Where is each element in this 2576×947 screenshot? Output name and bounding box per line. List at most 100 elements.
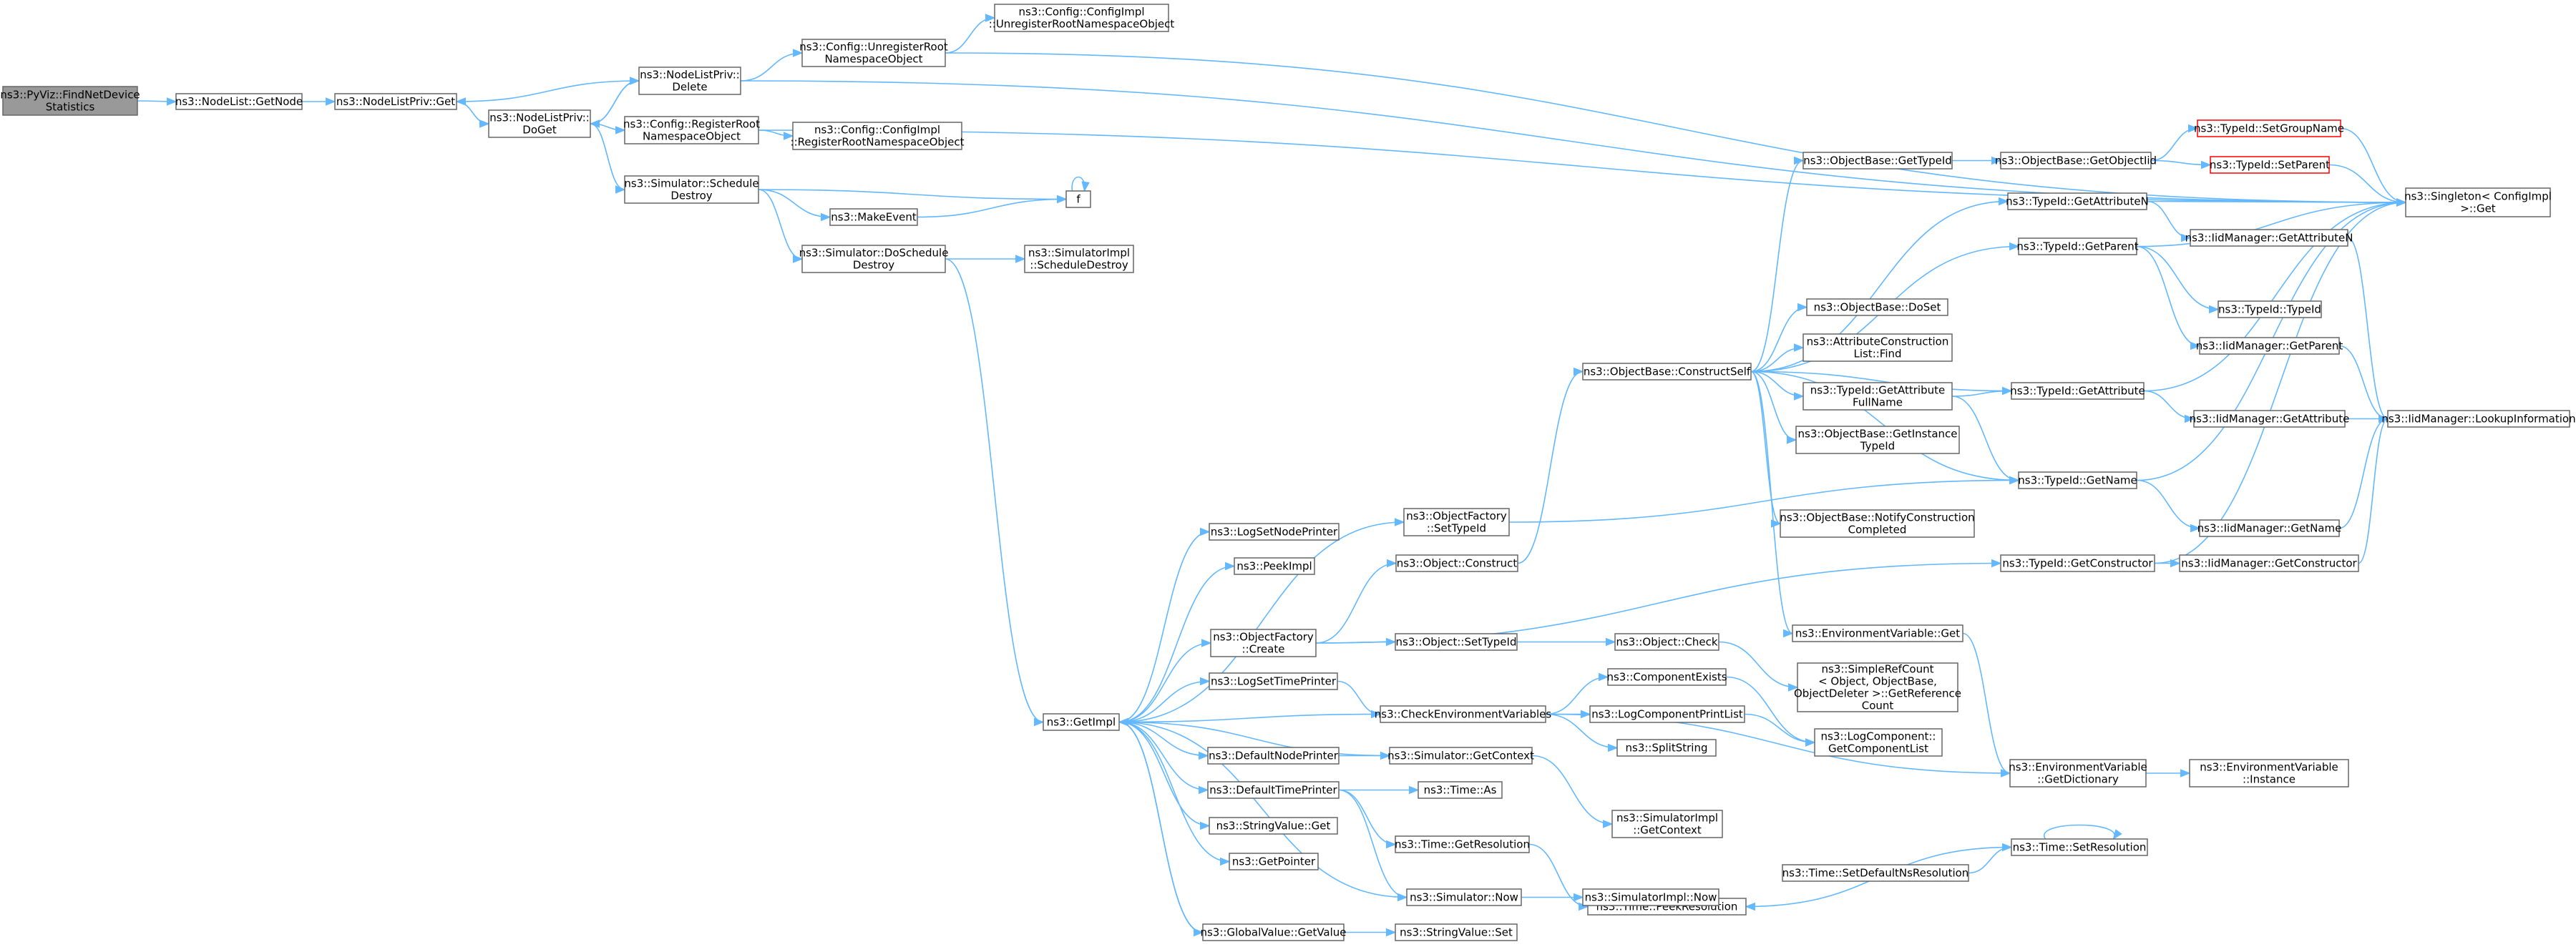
node-label: ::SetTypeId	[1427, 522, 1486, 535]
node-objectbase-doset[interactable]: ns3::ObjectBase::DoSet	[1806, 298, 1948, 316]
node-box	[2387, 410, 2570, 428]
node-configimpl-unregister[interactable]: ns3::Config::ConfigImpl::UnregisterRootN…	[989, 4, 1175, 32]
node-singleton-get[interactable]: ns3::Singleton< ConfigImpl >::Get	[2404, 187, 2552, 217]
node-iidmanager-getattribute[interactable]: ns3::IidManager::GetAttribute	[2190, 410, 2350, 428]
node-box	[1802, 333, 1953, 362]
node-simulatorimpl-scheduledestroy[interactable]: ns3::SimulatorImpl::ScheduleDestroy	[1024, 245, 1134, 273]
node-box	[1043, 713, 1120, 731]
node-time-getresolution[interactable]: ns3::Time::GetResolution	[1395, 835, 1530, 853]
node-iidmanager-lookupinformation[interactable]: ns3::IidManager::LookupInformation	[2381, 410, 2576, 428]
node-box	[2210, 156, 2330, 174]
node-defaultnodeprinter[interactable]: ns3::DefaultNodePrinter	[1207, 747, 1340, 765]
node-iidmanager-getconstructor[interactable]: ns3::IidManager::GetConstructor	[2179, 554, 2359, 572]
node-stringvalue-get[interactable]: ns3::StringValue::Get	[1209, 817, 1338, 835]
node-box	[2018, 237, 2137, 255]
node-config-unregisterroot[interactable]: ns3::Config::UnregisterRootNamespaceObje…	[799, 39, 948, 67]
edge-typeid-getparent-to-iidmanager-getparent	[2136, 245, 2201, 350]
node-label: ns3::ObjectBase::GetInstance	[1798, 428, 1958, 441]
node-iidmanager-getattributen[interactable]: ns3::IidManager::GetAttributeN	[2185, 229, 2353, 247]
node-logcomponentprintlist[interactable]: ns3::LogComponentPrintList	[1589, 705, 1745, 723]
node-checkenvironmentvariables[interactable]: ns3::CheckEnvironmentVariables	[1375, 705, 1552, 723]
node-label: Delete	[672, 81, 707, 94]
node-nodelistpriv-get[interactable]: ns3::NodeListPriv::Get	[334, 93, 457, 110]
node-objectbase-constructself[interactable]: ns3::ObjectBase::ConstructSelf	[1582, 363, 1752, 381]
node-iidmanager-getparent[interactable]: ns3::IidManager::GetParent	[2196, 337, 2343, 355]
node-splitstring[interactable]: ns3::SplitString	[1616, 739, 1717, 757]
node-label: >::Get	[2460, 202, 2496, 215]
node-objectfactory-create[interactable]: ns3::ObjectFactory::Create	[1210, 629, 1317, 657]
edge-simulator-doscheduledestroy-to-getimpl	[945, 258, 1045, 727]
node-logcomponent-getcomponentlist[interactable]: ns3::LogComponent::GetComponentList	[1814, 728, 1943, 757]
node-environmentvariable-instance[interactable]: ns3::EnvironmentVariable::Instance	[2189, 759, 2349, 787]
node-label: DoGet	[522, 124, 557, 137]
node-box	[1395, 554, 1518, 572]
edge-nodelistpriv-delete-to-config-unregisterroot	[740, 49, 804, 82]
node-time-setresolution[interactable]: ns3::Time::SetResolution	[2011, 838, 2148, 856]
node-typeid-setparent[interactable]: ns3::TypeId::SetParent	[2210, 156, 2330, 174]
edge-typeid-getconstructor-to-singleton-get	[2154, 198, 2407, 564]
node-defaulttimeprinter[interactable]: ns3::DefaultTimePrinter	[1207, 781, 1340, 799]
node-time-setdefaultnsresolution[interactable]: ns3::Time::SetDefaultNsResolution	[1782, 864, 1969, 882]
node-componentexists[interactable]: ns3::ComponentExists	[1606, 668, 1727, 686]
node-object-settypeid[interactable]: ns3::Object::SetTypeId	[1395, 633, 1518, 651]
node-box	[1207, 781, 1340, 799]
node-typeid-getconstructor[interactable]: ns3::TypeId::GetConstructor	[2000, 554, 2155, 572]
node-objectbase-notifyconstructioncompleted[interactable]: ns3::ObjectBase::NotifyConstructionCompl…	[1780, 509, 1975, 538]
node-logsetnodeprinter[interactable]: ns3::LogSetNodePrinter	[1209, 523, 1340, 541]
node-simulatorimpl-now[interactable]: ns3::SimulatorImpl::Now	[1582, 888, 1719, 906]
node-label: ns3::ObjectFactory	[1213, 631, 1314, 644]
node-box	[1209, 523, 1340, 541]
node-nodelistpriv-doget[interactable]: ns3::NodeListPriv::DoGet	[488, 109, 591, 138]
edge-objectbase-constructself-to-typeid-getattributen	[1750, 197, 2009, 373]
node-typeid-typeid[interactable]: ns3::TypeId::TypeId	[2218, 300, 2322, 318]
node-simplerefcount-getreferencecount[interactable]: ns3::SimpleRefCount< Object, ObjectBase,…	[1794, 662, 1961, 712]
node-objectfactory-settypeid[interactable]: ns3::ObjectFactory::SetTypeId	[1403, 508, 1510, 536]
node-config-registerroot[interactable]: ns3::Config::RegisterRootNamespaceObject	[623, 116, 760, 144]
node-getimpl[interactable]: ns3::GetImpl	[1043, 713, 1120, 731]
node-box	[624, 175, 759, 204]
node-typeid-getname[interactable]: ns3::TypeId::GetName	[2018, 471, 2137, 489]
node-typeid-setgroupname[interactable]: ns3::TypeId::SetGroupName	[2194, 119, 2344, 137]
node-globalvalue-getvalue[interactable]: ns3::GlobalValue::GetValue	[1200, 923, 1347, 941]
node-time-as[interactable]: ns3::Time::As	[1418, 781, 1503, 799]
node-typeid-getattribute[interactable]: ns3::TypeId::GetAttribute	[2010, 382, 2145, 400]
node-object-check[interactable]: ns3::Object::Check	[1614, 633, 1719, 651]
node-getpointer[interactable]: ns3::GetPointer	[1229, 853, 1319, 870]
node-iidmanager-getname[interactable]: ns3::IidManager::GetName	[2197, 519, 2342, 537]
node-objectbase-getobjectiid[interactable]: ns3::ObjectBase::GetObjectIid	[1995, 152, 2157, 170]
node-stringvalue-set[interactable]: ns3::StringValue::Set	[1395, 923, 1518, 941]
node-logsettimeprinter[interactable]: ns3::LogSetTimePrinter	[1209, 672, 1338, 690]
node-object-construct[interactable]: ns3::Object::Construct	[1395, 554, 1518, 572]
edge-objectbase-constructself-to-typeid-getattribute	[1750, 371, 2013, 396]
node-environmentvariable-getdictionary[interactable]: ns3::EnvironmentVariable::GetDictionary	[2009, 759, 2147, 787]
node-typeid-getattributen[interactable]: ns3::TypeId::GetAttributeN	[2006, 192, 2149, 210]
node-simulator-now[interactable]: ns3::Simulator::Now	[1406, 888, 1522, 906]
node-peekimpl[interactable]: ns3::PeekImpl	[1234, 557, 1315, 575]
edge-getimpl-to-getpointer	[1118, 721, 1231, 866]
node-f[interactable]: f	[1065, 190, 1091, 208]
node-simulator-getcontext[interactable]: ns3::Simulator::GetContext	[1387, 747, 1534, 765]
node-configimpl-register[interactable]: ns3::Config::ConfigImpl::RegisterRootNam…	[791, 122, 965, 150]
node-simulator-scheduledestroy[interactable]: ns3::Simulator::ScheduleDestroy	[624, 175, 759, 204]
node-box	[2000, 554, 2155, 572]
edge-object-check-to-simplerefcount-getreferencecount	[1718, 641, 1799, 692]
node-objectbase-gettypeid[interactable]: ns3::ObjectBase::GetTypeId	[1802, 152, 1953, 170]
node-label: ns3::DefaultTimePrinter	[1209, 784, 1337, 797]
node-label: ns3::ComponentExists	[1606, 671, 1727, 684]
node-label: ns3::Config::ConfigImpl	[814, 124, 940, 137]
node-nodelistpriv-delete[interactable]: ns3::NodeListPriv::Delete	[638, 67, 741, 95]
node-environmentvariable-get[interactable]: ns3::EnvironmentVariable::Get	[1792, 624, 1963, 642]
node-simulatorimpl-getcontext[interactable]: ns3::SimulatorImpl::GetContext	[1611, 810, 1723, 838]
node-box	[2011, 382, 2145, 400]
node-box	[1395, 835, 1530, 853]
node-makeevent[interactable]: ns3::MakeEvent	[829, 208, 918, 226]
edge-object-construct-to-objectbase-constructself	[1517, 367, 1584, 564]
node-nodelist-getnode[interactable]: ns3::NodeList::GetNode	[175, 93, 303, 110]
node-typeid-getparent[interactable]: ns3::TypeId::GetParent	[2016, 237, 2139, 255]
